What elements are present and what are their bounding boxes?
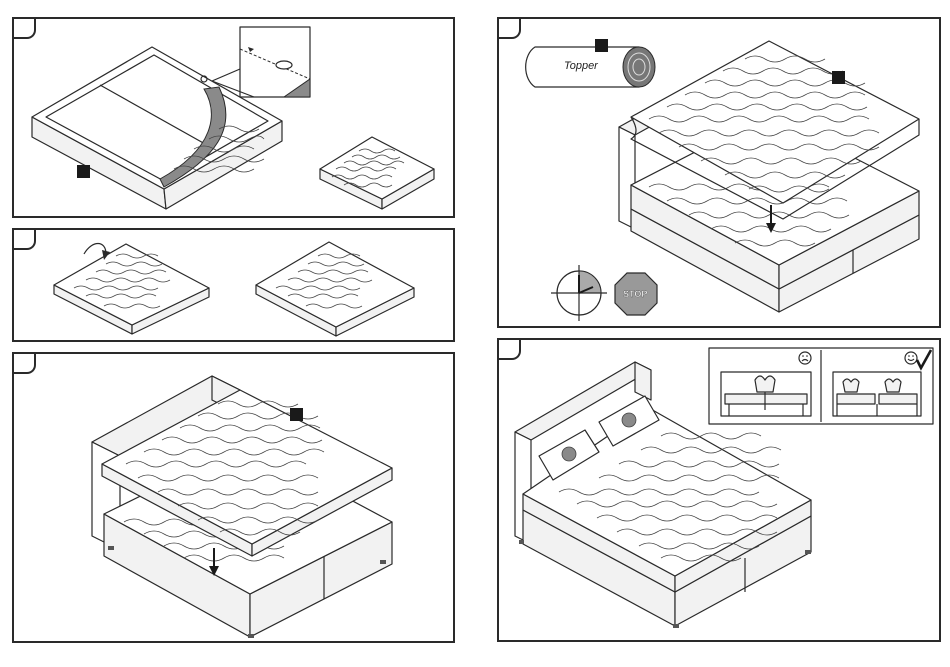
step-panel-2 (12, 228, 455, 342)
pillow-left-dot (562, 447, 576, 461)
happy-face-icon (905, 352, 917, 364)
marker-square (595, 39, 608, 52)
topper-illustration: Topper (499, 19, 941, 328)
step-panel-1 (12, 17, 455, 218)
mattress-right-top (256, 242, 414, 327)
zipper-pull-detail (276, 61, 292, 69)
marker-square (77, 165, 90, 178)
flip-mattress-illustration (14, 230, 455, 342)
stop-label: STOP (623, 289, 647, 299)
cover-removal-illustration (14, 19, 455, 218)
marker-square (290, 408, 303, 421)
step-panel-4: Topper (497, 17, 941, 328)
step-panel-5 (497, 338, 941, 642)
wrong-arrangement (721, 372, 811, 416)
pillow-right-dot (622, 413, 636, 427)
clock-timer-icon (551, 265, 607, 321)
sad-face-icon (799, 352, 811, 364)
stop-sign-icon: STOP (615, 273, 657, 315)
finished-bed-illustration (499, 340, 941, 642)
step-panel-3 (12, 352, 455, 643)
correct-arrangement (833, 372, 921, 416)
mattress-left-top (54, 244, 209, 325)
topper-label: Topper (564, 60, 599, 72)
marker-square (832, 71, 845, 84)
place-mattress-illustration (14, 354, 455, 643)
